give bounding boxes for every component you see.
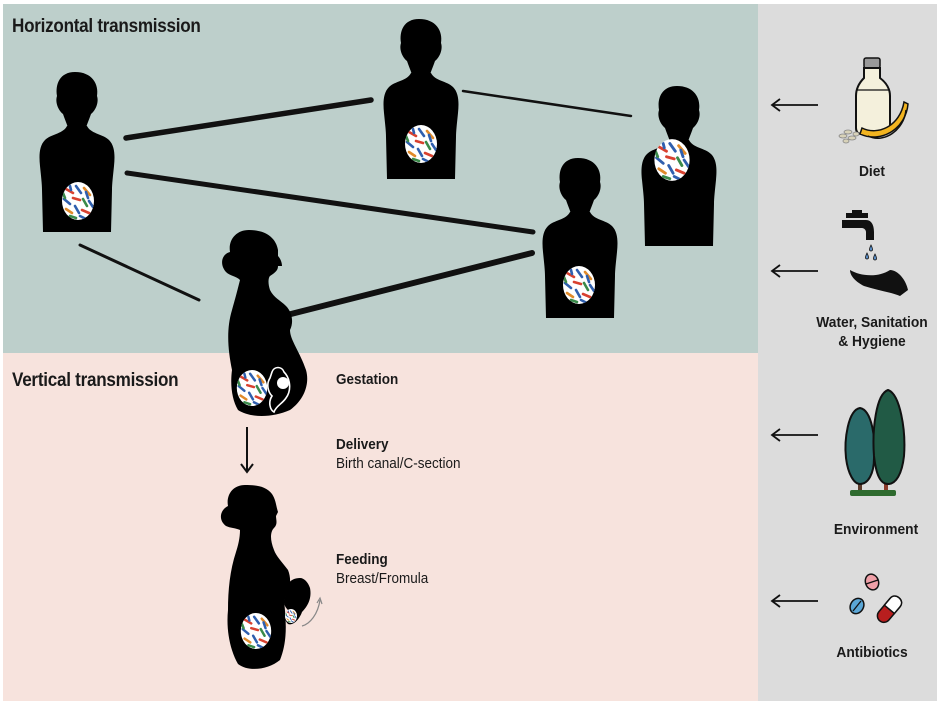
factor-antibiotics-label: Antibiotics — [803, 643, 940, 662]
stage-delivery-title: Delivery — [336, 436, 389, 453]
pregnant-woman-silhouette — [222, 230, 308, 416]
vertical-transmission-title: Vertical transmission — [12, 370, 179, 391]
factor-wash-label-line-1: Water, Sanitation — [816, 314, 928, 331]
person-1-silhouette — [39, 72, 115, 232]
faucet-hand-icon — [842, 210, 908, 296]
horizontal-transmission-panel — [3, 4, 758, 353]
transmission-links — [78, 89, 633, 318]
person-2-silhouette — [383, 19, 459, 179]
delivery-arrow-icon — [240, 427, 254, 474]
link-person2-person3 — [461, 89, 633, 118]
diet-arrow-icon — [770, 98, 818, 112]
factor-antibiotics-label-line: Antibiotics — [836, 644, 908, 661]
factor-wash-label-line-2: & Hygiene — [838, 333, 906, 350]
trees-icon — [844, 388, 906, 496]
person-4-silhouette — [542, 158, 618, 318]
stage-feeding-title: Feeding — [336, 551, 388, 568]
factor-environment-label: Environment — [807, 520, 940, 539]
link-pregnant-person4 — [284, 250, 535, 318]
person-3-silhouette — [641, 86, 717, 246]
antibiotics-arrow-icon — [770, 594, 818, 608]
factor-wash-label: Water, Sanitation & Hygiene — [803, 313, 940, 351]
pills-icon — [849, 573, 903, 624]
wash-arrow-icon — [770, 264, 818, 278]
factor-environment-label-line: Environment — [833, 521, 919, 538]
vertical-transmission-panel — [3, 353, 758, 701]
horizontal-transmission-title: Horizontal transmission — [12, 16, 201, 37]
link-person1-person2 — [123, 97, 374, 141]
stage-gestation-title: Gestation — [336, 371, 399, 388]
milk-bottle-banana-icon — [838, 57, 909, 144]
stage-delivery-subtitle: Birth canal/C-section — [336, 455, 461, 472]
link-person1-pregnant — [78, 243, 201, 302]
link-person1-person4 — [124, 170, 536, 235]
stage-feeding-subtitle: Breast/Fromula — [336, 570, 429, 587]
factor-diet-label: Diet — [803, 162, 940, 181]
environment-arrow-icon — [770, 428, 818, 442]
mother-infant-silhouette — [220, 485, 323, 669]
factor-diet-label-line: Diet — [858, 163, 886, 180]
environmental-factors-panel — [758, 4, 937, 701]
